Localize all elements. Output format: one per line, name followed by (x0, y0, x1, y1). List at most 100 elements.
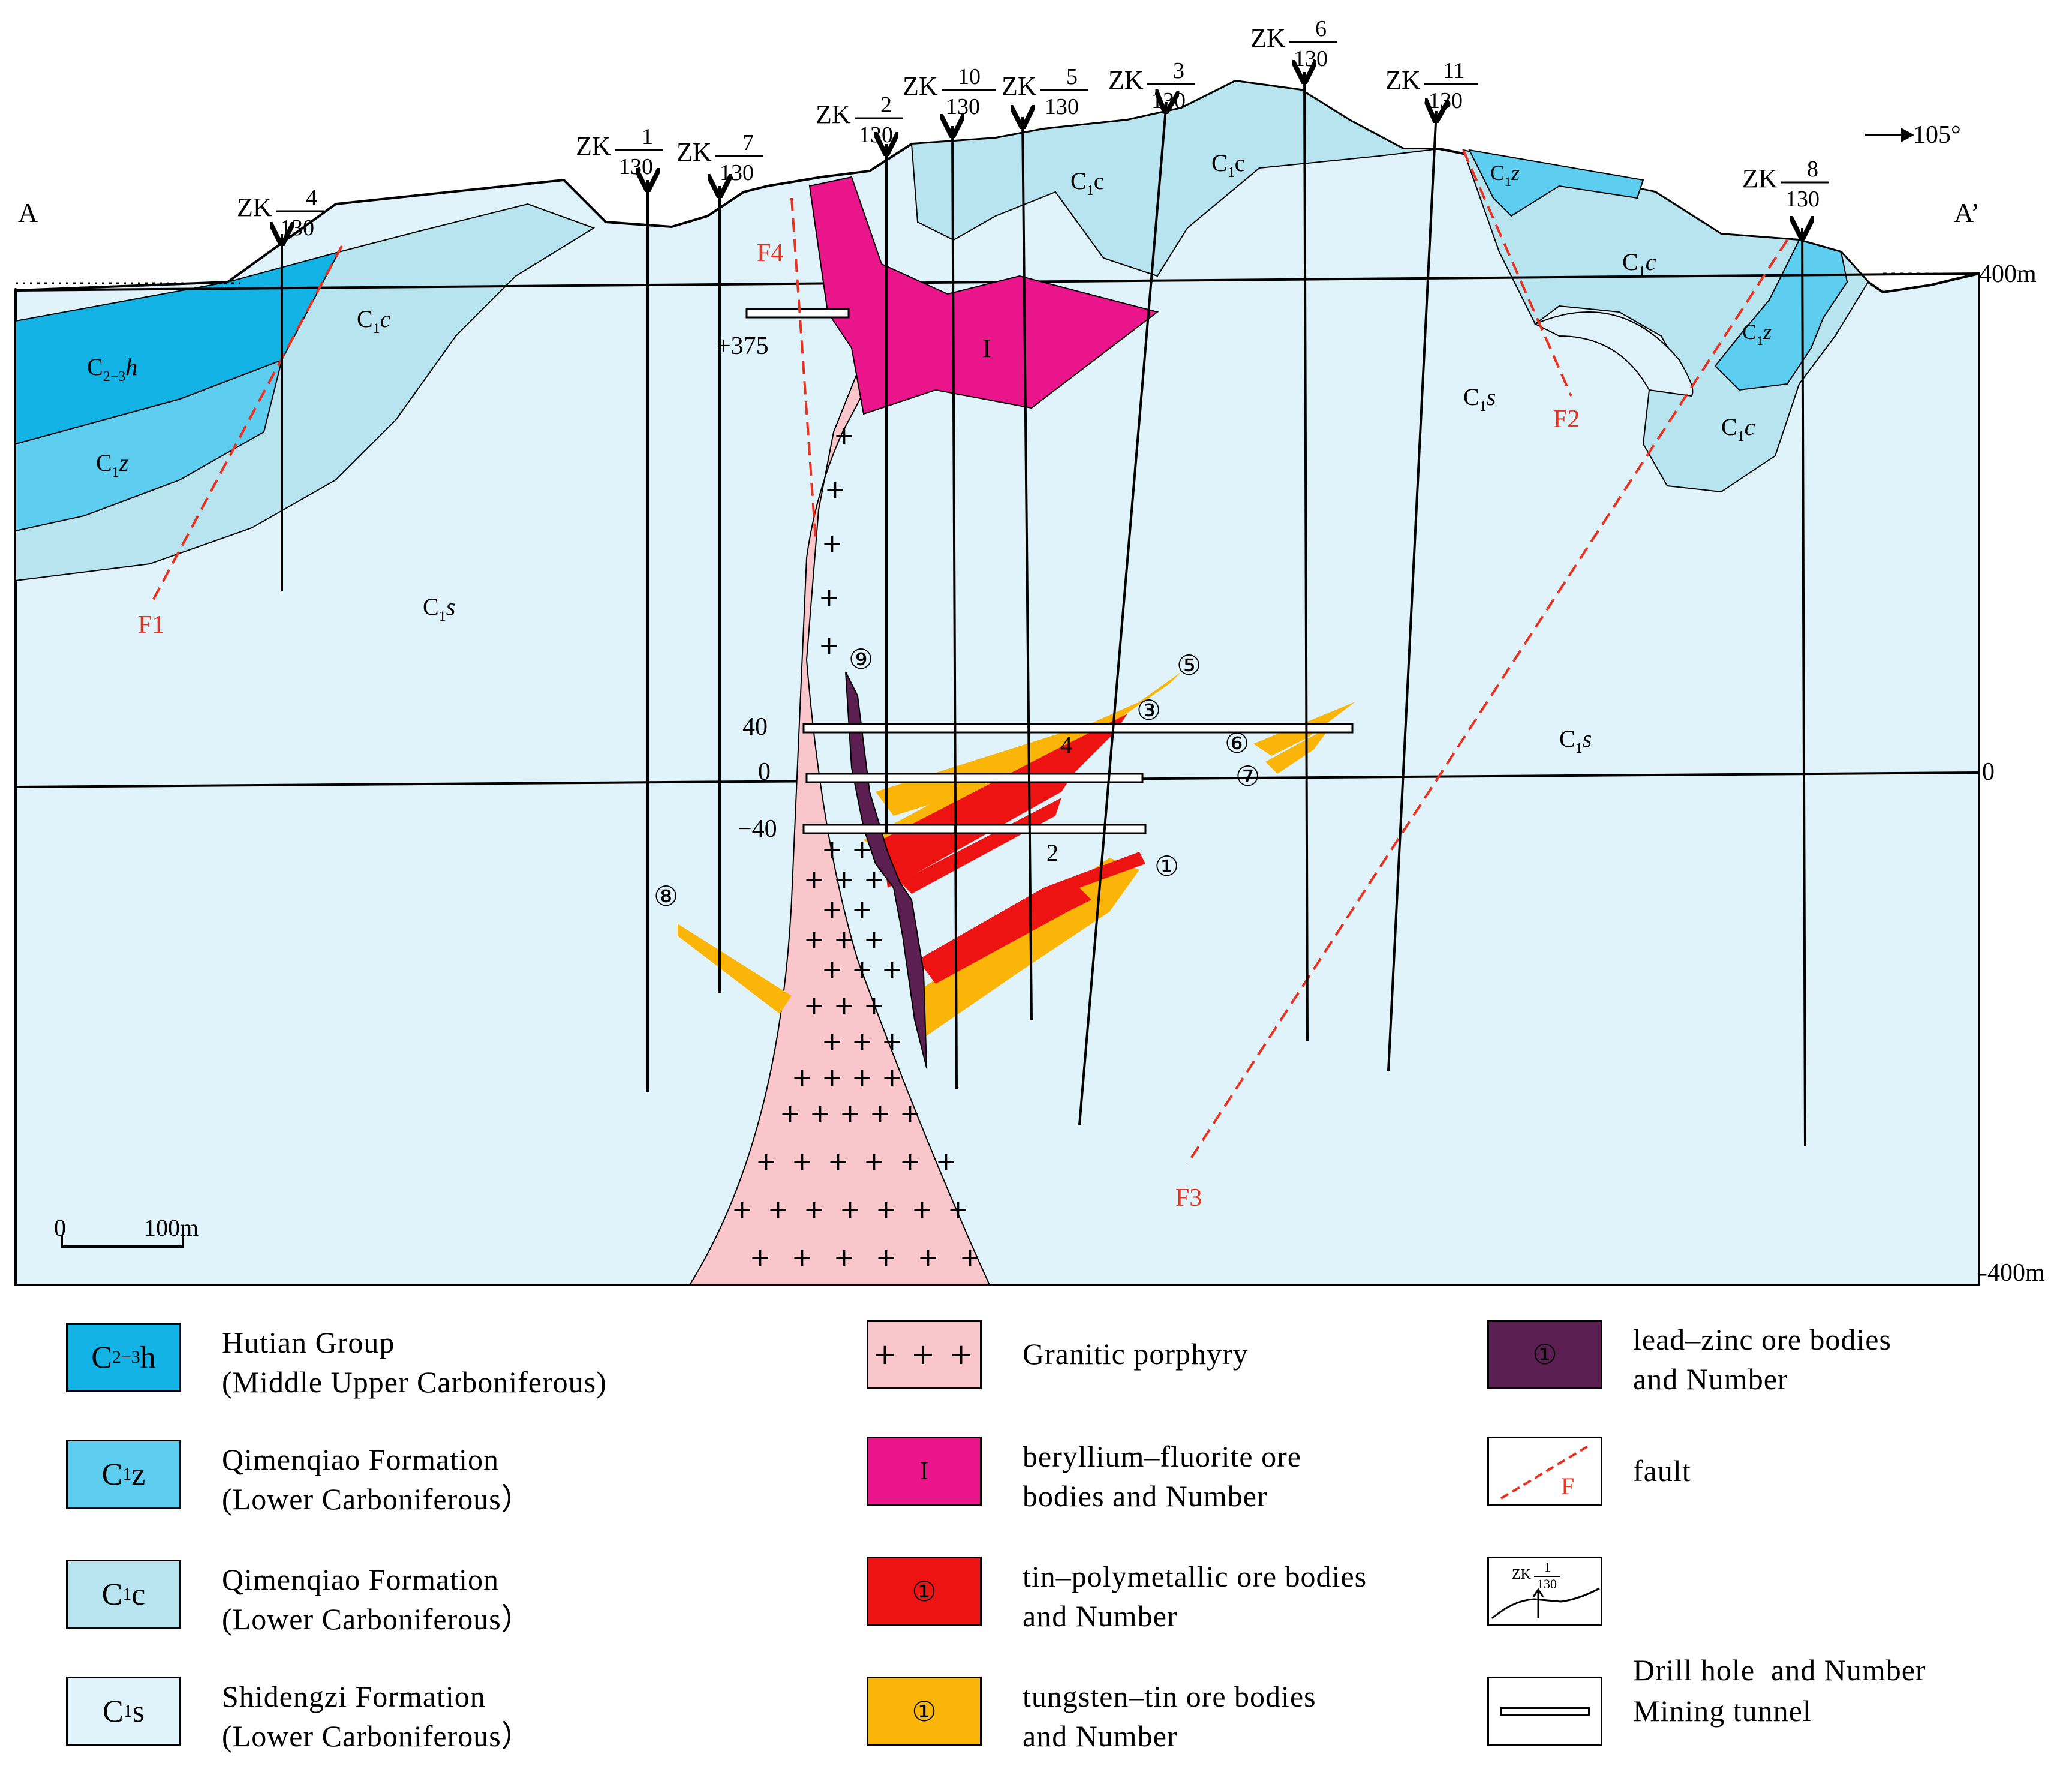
scale-bar: 0 100m (54, 1214, 199, 1248)
svg-text:ZK: ZK (676, 137, 712, 167)
svg-text:ZK: ZK (576, 131, 611, 161)
svg-text:+: + (834, 421, 855, 450)
datum-dotted-left (14, 282, 240, 290)
svg-text:+: + (822, 528, 843, 558)
svg-text:+: + (840, 1098, 861, 1128)
unit-label-c1c-right: C1c (1622, 248, 1656, 280)
section-end-A-prime: A’ (1954, 197, 1980, 228)
ore-number-2: 2 (1046, 839, 1058, 866)
svg-text:+: + (876, 1242, 897, 1272)
unit-label-c1z-left: C1z (96, 449, 129, 480)
fault-f2 (1462, 149, 1572, 397)
svg-text:ZK: ZK (237, 193, 272, 222)
mining-tunnels (745, 308, 1354, 834)
svg-text:+: + (852, 1026, 873, 1056)
legend-swatch-beryllium: I (867, 1437, 982, 1506)
svg-text:130: 130 (1045, 94, 1079, 119)
svg-text:+: + (912, 1194, 933, 1224)
fault-label-f3: F3 (1175, 1184, 1202, 1212)
svg-text:+: + (834, 1242, 855, 1272)
ore-number-9: ⑨ (849, 644, 873, 675)
svg-text:130: 130 (1294, 46, 1328, 71)
svg-text:105°: 105° (1913, 121, 1961, 149)
svg-text:4: 4 (306, 185, 317, 211)
svg-text:+: + (882, 954, 903, 984)
svg-text:+: + (864, 1146, 885, 1176)
svg-text:+: + (804, 1194, 825, 1224)
svg-text:ZK: ZK (1002, 71, 1037, 101)
fault-f4 (790, 197, 817, 540)
granitic-porphyry (688, 323, 991, 1286)
ore-number-labels: ① 2 ③ 4 ⑤ ⑥ ⑦ ⑧ ⑨ (654, 644, 1260, 912)
svg-text:7: 7 (742, 130, 754, 155)
svg-text:130: 130 (1151, 88, 1186, 113)
drill-label-11: ZK 11 130 (1385, 58, 1478, 113)
svg-text:+: + (864, 924, 885, 954)
svg-text:ZK: ZK (1742, 164, 1778, 193)
tunnel-40 (802, 723, 1354, 734)
legend-beryllium: I beryllium–fluorite ore bodies and Numb… (867, 1437, 1466, 1515)
unit-label-c1c-left: C1c (357, 305, 391, 337)
svg-text:+: + (834, 990, 855, 1020)
elevation-label-400: 400m (1979, 260, 2037, 288)
svg-text:130: 130 (619, 154, 653, 179)
svg-text:+: + (792, 1146, 813, 1176)
unit-label-c1z-right: C1z (1742, 320, 1772, 348)
svg-text:130: 130 (1785, 187, 1820, 212)
unit-label-c1s-right-top: C1s (1463, 383, 1496, 415)
legend-leadzinc-line2: and Number (1633, 1362, 1788, 1396)
ore-number-6: ⑥ (1225, 728, 1249, 759)
unit-labels: C2−3h C1z C1c C1s C1c C1c C1z C1c C1s C1… (87, 149, 1772, 756)
svg-text:ZK: ZK (903, 71, 938, 101)
level-label-0: 0 (758, 758, 771, 786)
ore-number-4: 4 (1060, 731, 1072, 758)
svg-text:+: + (834, 924, 855, 954)
svg-text:8: 8 (1807, 157, 1818, 182)
svg-text:+: + (822, 954, 843, 984)
svg-text:+: + (834, 864, 855, 894)
legend-beryllium-line2: bodies and Number (1023, 1479, 1268, 1513)
svg-text:10: 10 (958, 64, 981, 89)
svg-text:0: 0 (54, 1214, 66, 1241)
legend-tunnel: Mining tunnel (1487, 1677, 2027, 1755)
legend-drill: ZK 1 130 Drill hole and Number (1487, 1557, 2027, 1687)
svg-text:+: + (804, 924, 825, 954)
c1z-unit-right (1714, 239, 1848, 391)
drill-hole-10 (952, 126, 957, 1089)
c1z-unit-right-top (1468, 149, 1644, 217)
faults (149, 149, 1788, 1165)
legend-tunnel-line1: Mining tunnel (1633, 1694, 1812, 1728)
svg-text:2: 2 (880, 92, 892, 118)
c1s-window-right (1533, 311, 1694, 397)
svg-text:+: + (948, 1194, 969, 1224)
svg-text:+: + (819, 582, 840, 612)
drill-label-4: ZK 4 130 (237, 185, 324, 241)
unit-label-c1c-center-2: C1c (1211, 149, 1245, 181)
legend-drill-line1: Drill hole and Number (1633, 1653, 1926, 1687)
svg-text:130: 130 (280, 215, 314, 241)
svg-text:+: + (768, 1194, 789, 1224)
svg-text:+: + (882, 1026, 903, 1056)
legend-tin: ① tin–polymetallic ore bodies and Number (867, 1557, 1466, 1635)
svg-text:3: 3 (1173, 58, 1184, 83)
drill-label-6: ZK 6 130 (1250, 16, 1337, 71)
svg-text:+: + (750, 1242, 771, 1272)
level-label-40: 40 (742, 713, 768, 741)
svg-text:+: + (900, 1098, 921, 1128)
legend-tin-line2: and Number (1023, 1599, 1178, 1633)
drill-label-3: ZK 3 130 (1108, 58, 1195, 113)
legend-qimen-z-line1: Qimenqiao Formation (222, 1443, 499, 1476)
svg-text:130: 130 (1429, 88, 1463, 113)
svg-text:+: + (882, 1062, 903, 1092)
fault-f1 (149, 245, 343, 606)
ore-body-beryllium-I (808, 176, 1159, 415)
svg-text:+: + (960, 1242, 981, 1272)
legend-tin-line1: tin–polymetallic ore bodies (1023, 1560, 1367, 1593)
legend-qimen-z-line2: (Lower Carboniferous） (222, 1482, 532, 1516)
level-label-minus40: −40 (738, 815, 777, 843)
